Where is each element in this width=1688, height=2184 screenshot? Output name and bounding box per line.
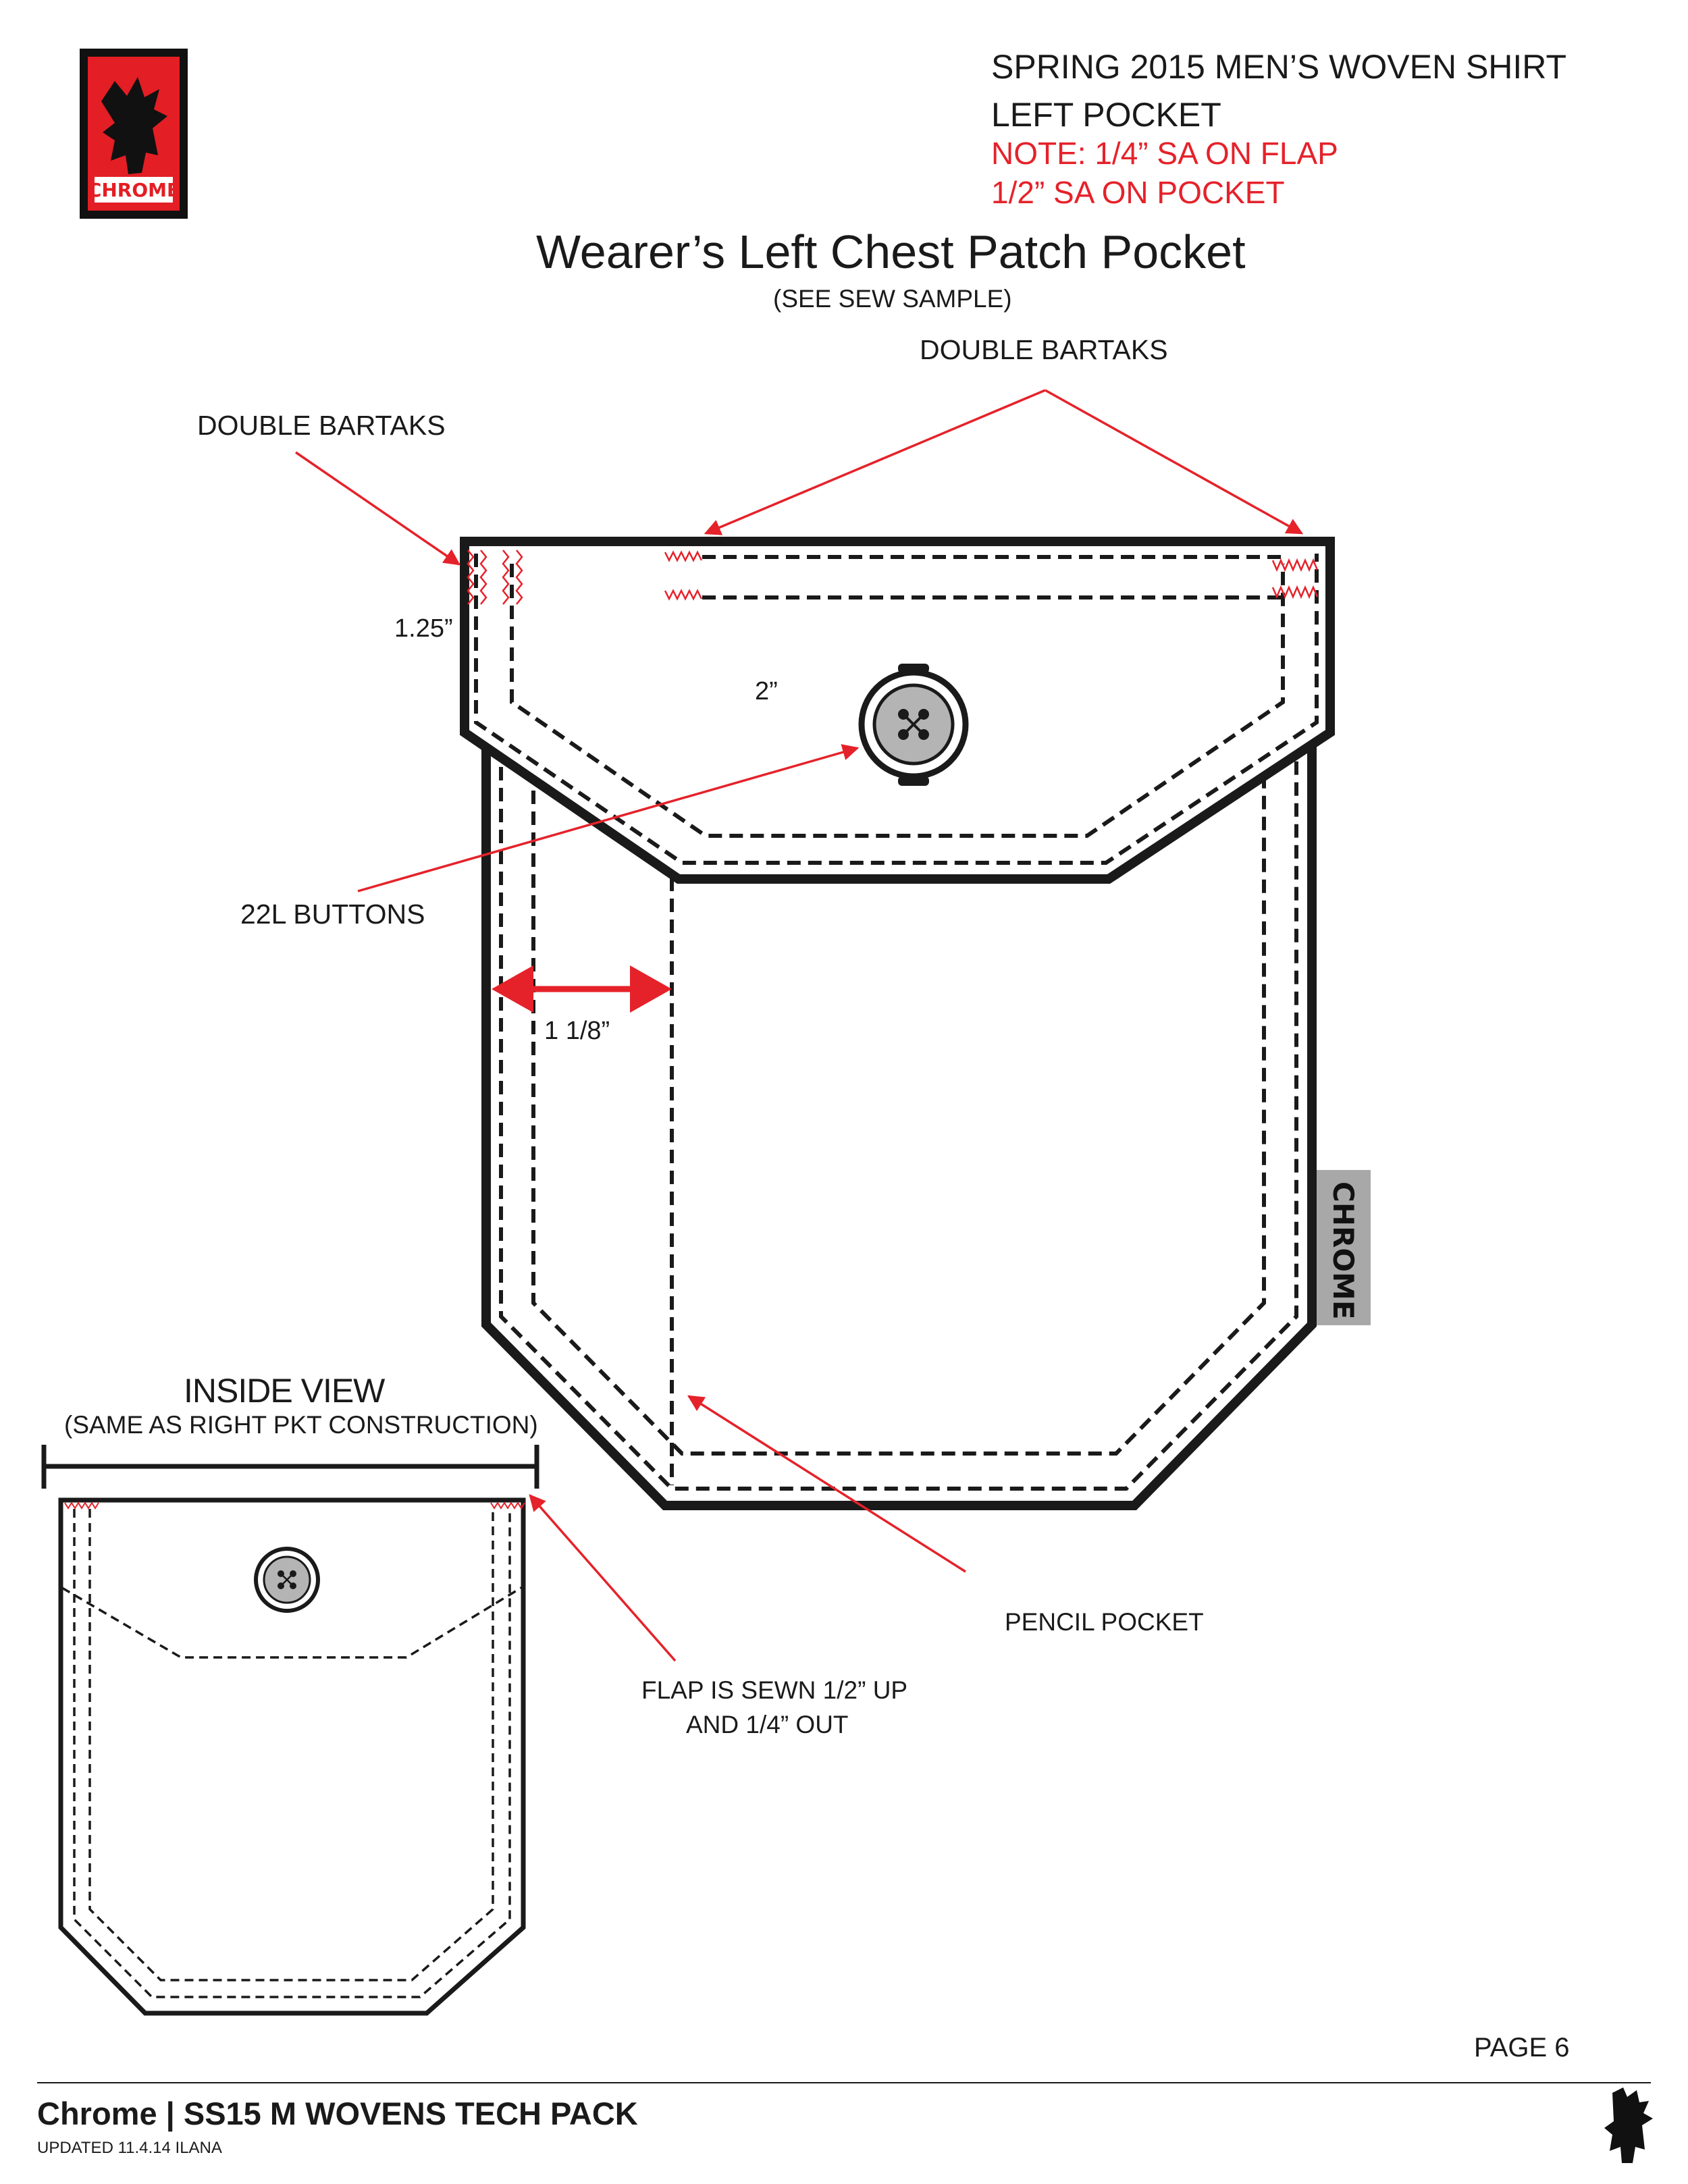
header-note1: NOTE: 1/4” SA ON FLAP <box>991 136 1338 171</box>
inside-view-dimension-bar <box>41 1445 539 1489</box>
pocket-body-outline <box>481 741 1317 1510</box>
inside-view-title: INSIDE VIEW <box>184 1372 385 1410</box>
label-pencil-width: 1 1/8” <box>544 1017 610 1045</box>
dimension-pencil-width <box>492 965 672 1013</box>
label-flap-sewn-line2: AND 1/4” OUT <box>686 1711 849 1738</box>
side-label-text: CHROME <box>1327 1181 1360 1320</box>
footer-title: Chrome | SS15 M WOVENS TECH PACK <box>37 2096 638 2131</box>
bartaks-main <box>467 550 1319 605</box>
chrome-logo: CHROME <box>80 49 188 219</box>
bartaks-inside <box>64 1501 525 1510</box>
callout-arrows <box>295 389 1304 1662</box>
inside-pocket-outline <box>58 1497 526 2016</box>
flap-stitch-inner <box>510 564 1285 838</box>
pocket-stitch-inner <box>531 770 1266 1456</box>
inside-stitch-outer <box>73 1509 511 1998</box>
page-subtitle: (SEE SEW SAMPLE) <box>773 285 1012 313</box>
inside-view-subtitle: (SAME AS RIGHT PKT CONSTRUCTION) <box>64 1411 538 1439</box>
label-double-bartaks-top: DOUBLE BARTAKS <box>920 334 1168 365</box>
arrow-bartaks-top-b <box>1045 389 1304 535</box>
label-flap-height: 1.25” <box>394 614 453 643</box>
inside-flap-stitch <box>61 1585 524 1659</box>
griffin-icon <box>101 77 167 174</box>
label-double-bartaks-left: DOUBLE BARTAKS <box>197 410 446 441</box>
arrow-bartaks-top-a <box>704 389 1046 535</box>
label-flap-sewn-line1: FLAP IS SEWN 1/2” UP <box>641 1676 908 1704</box>
header-line1: SPRING 2015 MEN’S WOVEN SHIRT <box>991 48 1567 86</box>
button-inside <box>254 1547 320 1613</box>
flap-stitch-outer <box>474 554 1319 865</box>
header-note2: 1/2” SA ON POCKET <box>991 175 1285 210</box>
arrow-pencil-pocket <box>687 1395 966 1573</box>
logo-wordmark: CHROME <box>88 179 180 201</box>
page-number: PAGE 6 <box>1474 2033 1570 2062</box>
arrow-buttons <box>357 744 860 893</box>
label-pencil-pocket: PENCIL POCKET <box>1005 1608 1204 1636</box>
footer-updated: UPDATED 11.4.14 ILANA <box>37 2139 222 2157</box>
header-line2: LEFT POCKET <box>991 96 1221 134</box>
label-22l-buttons: 22L BUTTONS <box>240 899 425 930</box>
arrow-flap-sewn <box>529 1494 677 1662</box>
page-title: Wearer’s Left Chest Patch Pocket <box>536 225 1246 278</box>
footer-griffin-icon <box>1604 2087 1653 2163</box>
side-label: CHROME <box>1317 1170 1371 1325</box>
inside-stitch-inner <box>88 1509 494 1981</box>
button-main <box>858 664 969 786</box>
label-button-width: 2” <box>755 677 778 705</box>
inside-pocket <box>58 1497 526 2016</box>
arrow-bartaks-left <box>295 451 461 566</box>
